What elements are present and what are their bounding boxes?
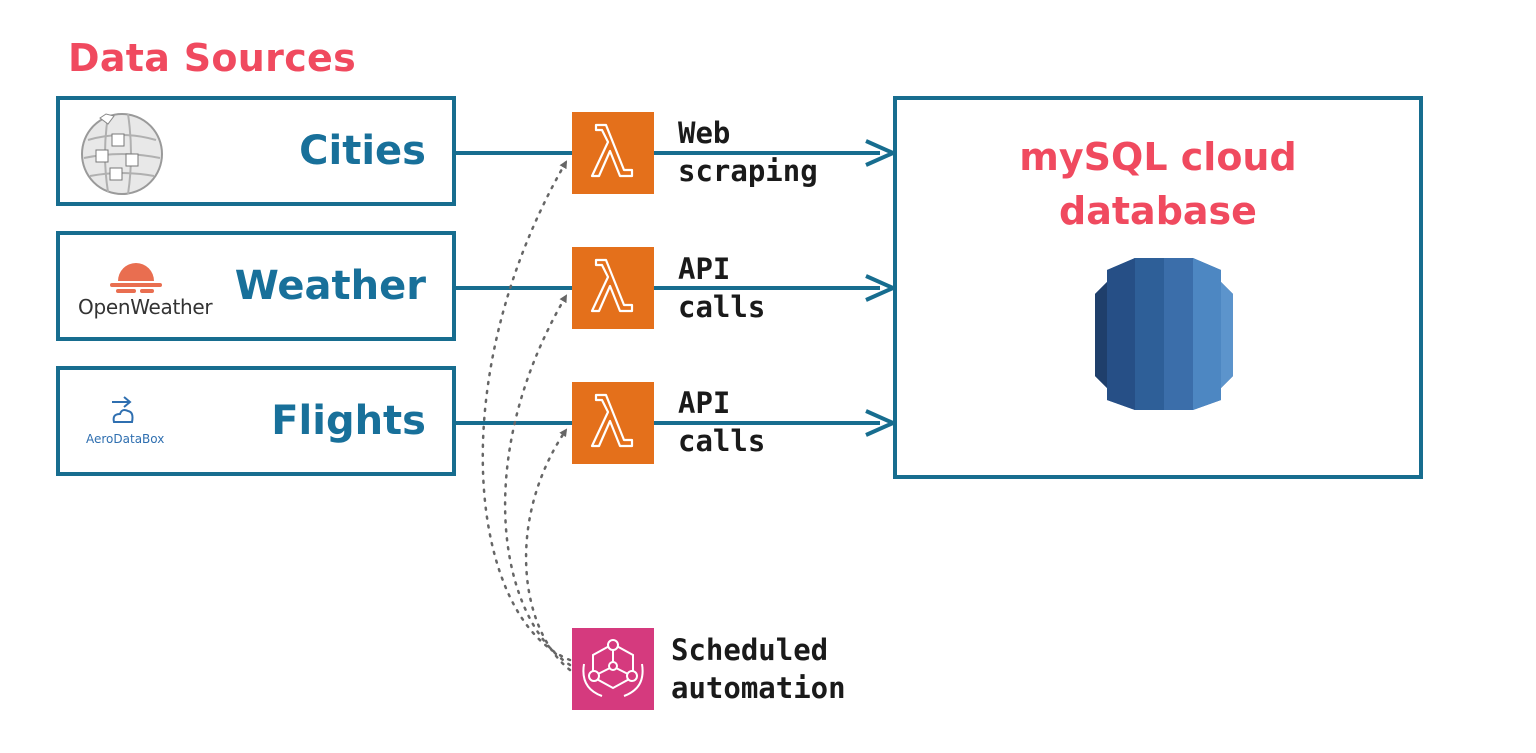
lambda-icon	[590, 393, 634, 448]
source-label-flights: Flights	[271, 398, 426, 444]
scheduler-node	[572, 628, 654, 710]
source-label-weather: Weather	[234, 263, 426, 309]
source-cities: Cities	[56, 96, 456, 206]
openweather-logo: OpenWeather	[78, 253, 238, 325]
lambda-icon	[590, 258, 634, 313]
source-flights: AeroDataBox Flights	[56, 366, 456, 476]
lambda-caption-2: API calls	[678, 252, 766, 324]
schedule-curve-2	[503, 294, 572, 667]
lambda-caption-1: Web scraping	[678, 116, 818, 188]
database-box: mySQL cloud database	[893, 96, 1423, 479]
aerodatabox-logo: AeroDataBox	[86, 394, 186, 458]
openweather-logo-icon	[110, 263, 162, 293]
aerodatabox-logo-icon	[112, 396, 134, 423]
eventbridge-icon	[582, 639, 644, 697]
aerodatabox-logo-text: AeroDataBox	[86, 432, 165, 446]
lambda-icon	[590, 123, 634, 178]
diagram-title: Data Sources	[68, 36, 357, 80]
wikipedia-globe-icon	[81, 113, 163, 195]
lambda-function-2	[572, 247, 654, 329]
database-title: mySQL cloud database	[1019, 135, 1297, 233]
lambda-caption-3: API calls	[678, 386, 766, 458]
scheduler-caption: Scheduled automation	[671, 633, 846, 705]
rds-database-icon	[1095, 258, 1233, 410]
schedule-curve-1	[481, 160, 572, 662]
source-label-cities: Cities	[299, 128, 426, 174]
lambda-function-3	[572, 382, 654, 464]
openweather-logo-text: OpenWeather	[78, 295, 213, 319]
lambda-function-1	[572, 112, 654, 194]
source-weather: OpenWeather Weather	[56, 231, 456, 341]
